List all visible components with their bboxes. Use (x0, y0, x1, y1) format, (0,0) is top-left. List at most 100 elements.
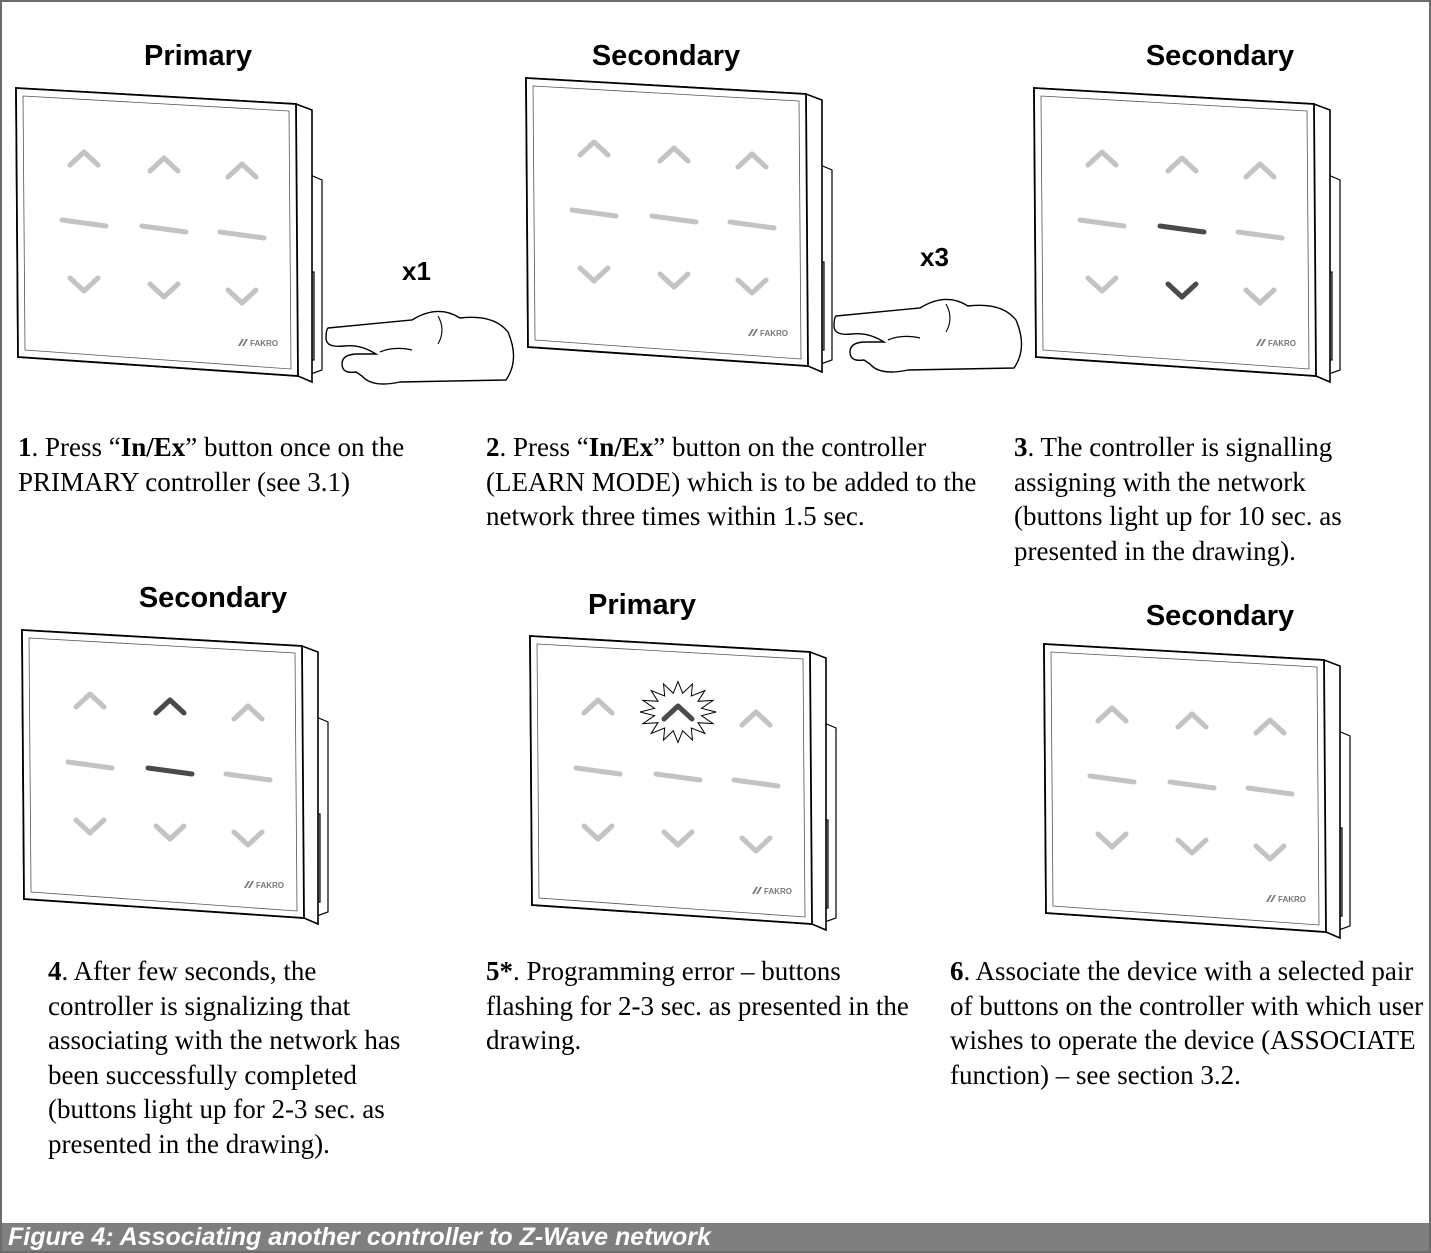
stop-bar-icon (1245, 785, 1295, 797)
figure-caption: Figure 4: Associating another controller… (2, 1223, 1429, 1251)
glass-front (21, 629, 305, 919)
down-arrow-icon (735, 277, 769, 296)
stop-bar-icon (653, 771, 703, 783)
up-arrow-icon (1253, 717, 1287, 736)
step-text: . Press “ (499, 432, 589, 462)
tap-count-label-1: x1 (402, 256, 431, 286)
up-arrow-icon (225, 161, 259, 180)
down-arrow-icon (1085, 275, 1119, 294)
controller-panel-4: FAKRO (21, 629, 329, 926)
stop-bar-icon (1077, 217, 1127, 229)
glass-front (529, 635, 813, 925)
step-text: ” button on the controller (LEARN MODE) … (486, 432, 977, 531)
step-6-description: 6. Associate the device with a selected … (950, 954, 1425, 1092)
stop-bar-icon (145, 765, 195, 777)
down-arrow-icon (1253, 843, 1287, 862)
hand-icon (325, 310, 515, 385)
stop-bar-icon (217, 229, 267, 241)
tap-count-label-2: x3 (920, 242, 949, 272)
down-arrow-icon (661, 829, 695, 848)
step-text: . After few seconds, the controller is s… (48, 956, 401, 1159)
up-arrow-icon (1085, 149, 1119, 168)
down-arrow-icon (581, 823, 615, 842)
down-arrow-icon (739, 835, 773, 854)
stop-bar-icon (731, 777, 781, 789)
step-text: . Programming error – buttons flashing f… (486, 956, 909, 1055)
step-number: 4 (48, 956, 62, 986)
down-arrow-icon (657, 271, 691, 290)
up-arrow-icon (581, 697, 615, 716)
stop-bar-icon (59, 217, 109, 229)
stop-bar-icon (223, 771, 273, 783)
up-arrow-icon (147, 155, 181, 174)
fakro-logo-icon (1256, 339, 1266, 346)
up-arrow-icon (73, 691, 107, 710)
up-arrow-icon (577, 139, 611, 158)
stop-bar-icon (65, 759, 115, 771)
stop-bar-icon (1087, 773, 1137, 785)
down-arrow-icon (1175, 837, 1209, 856)
down-arrow-icon (225, 287, 259, 306)
fakro-logo-icon (1266, 895, 1276, 902)
step-number: 2 (486, 432, 500, 462)
button-name: In/Ex (588, 432, 654, 462)
fakro-logo-icon (752, 887, 762, 894)
brand-logo-text: FAKRO (256, 881, 284, 890)
glass-front (1033, 87, 1317, 377)
flash-burst-icon (639, 680, 717, 744)
fakro-logo-icon (244, 881, 254, 888)
stop-bar-icon (139, 223, 189, 235)
down-arrow-icon (1243, 287, 1277, 306)
up-arrow-icon (153, 697, 187, 716)
stop-bar-icon (649, 213, 699, 225)
up-arrow-icon (1175, 711, 1209, 730)
glass-front (525, 77, 809, 367)
stop-bar-icon (727, 219, 777, 231)
down-arrow-icon (1165, 281, 1199, 300)
step-number: 3 (1014, 432, 1028, 462)
step-number: 5* (486, 956, 513, 986)
panel-6-title: Secondary (1145, 600, 1295, 632)
glass-front (15, 87, 299, 377)
panel-2-title: Secondary (591, 40, 741, 72)
hand-icon (833, 298, 1023, 373)
down-arrow-icon (153, 823, 187, 842)
stop-bar-icon (1235, 229, 1285, 241)
down-arrow-icon (73, 817, 107, 836)
step-5-description: 5*. Programming error – buttons flashing… (486, 954, 926, 1058)
brand-logo-text: FAKRO (1278, 895, 1306, 904)
step-text: . Associate the device with a selected p… (950, 956, 1424, 1090)
brand-logo-text: FAKRO (1268, 339, 1296, 348)
step-text: ” button once on the PRIMARY controller … (18, 432, 405, 497)
stop-bar-icon (569, 207, 619, 219)
panel-1-title: Primary (143, 40, 252, 72)
brand-logo-text: FAKRO (764, 887, 792, 896)
panel-3-title: Secondary (1145, 40, 1295, 72)
step-number: 1 (18, 432, 32, 462)
controller-panel-1: FAKRO (15, 87, 323, 384)
fakro-logo-icon (748, 329, 758, 336)
brand-logo-text: FAKRO (250, 339, 278, 348)
up-arrow-icon (739, 709, 773, 728)
stop-bar-icon (1167, 779, 1217, 791)
up-arrow-icon (735, 151, 769, 170)
brand-logo-text: FAKRO (760, 329, 788, 338)
down-arrow-icon (231, 829, 265, 848)
step-4-description: 4. After few seconds, the controller is … (48, 954, 418, 1161)
controller-panel-3: FAKRO (1033, 87, 1341, 384)
step-3-description: 3. The controller is signalling assignin… (1014, 430, 1394, 568)
controller-panel-2: FAKRO (525, 77, 833, 374)
step-2-description: 2. Press “In/Ex” button on the controlle… (486, 430, 986, 534)
fakro-logo-icon (238, 339, 248, 346)
panel-5-title: Primary (587, 589, 696, 621)
button-name: In/Ex (120, 432, 186, 462)
stop-bar-icon (1157, 223, 1207, 235)
down-arrow-icon (67, 275, 101, 294)
down-arrow-icon (147, 281, 181, 300)
up-arrow-icon (1165, 155, 1199, 174)
controller-panel-6: FAKRO (1043, 643, 1351, 940)
controller-panel-5: FAKRO (529, 635, 837, 932)
up-arrow-icon (661, 703, 695, 722)
up-arrow-icon (657, 145, 691, 164)
